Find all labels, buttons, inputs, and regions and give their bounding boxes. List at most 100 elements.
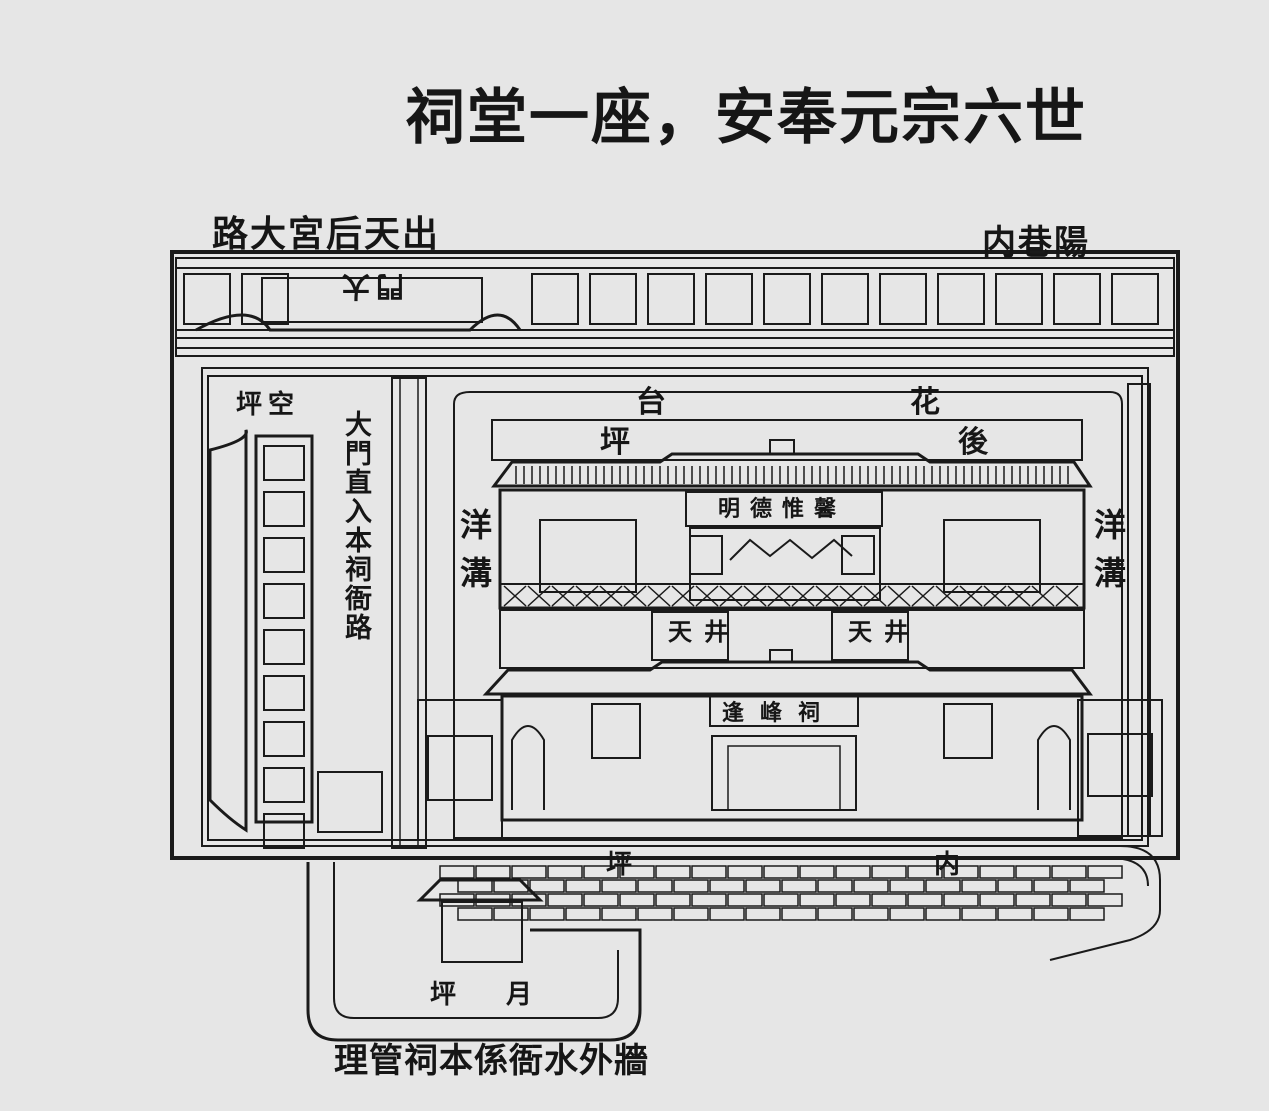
right-channel-label: 洋溝 xyxy=(1089,508,1127,604)
lower-ridge-finial xyxy=(769,649,793,663)
brick xyxy=(619,893,655,907)
lattice-bar xyxy=(623,585,647,607)
lattice-bar xyxy=(1055,585,1079,607)
brick xyxy=(475,865,511,879)
yard-cell xyxy=(263,629,305,665)
brick xyxy=(655,865,691,879)
left-front-window xyxy=(591,703,641,759)
yard-cell xyxy=(263,583,305,619)
lattice-bar xyxy=(647,585,671,607)
brick xyxy=(871,865,907,879)
brick xyxy=(799,865,835,879)
rear-yard-right-label: 後 xyxy=(958,425,988,460)
moon-yard-outer xyxy=(306,862,642,1042)
brick xyxy=(907,893,943,907)
right-courtyard-label: 天井 xyxy=(848,617,920,646)
hall-name-label: 逢峰祠 xyxy=(722,700,837,726)
wall-panel xyxy=(937,273,985,325)
brick xyxy=(709,879,745,893)
brick xyxy=(763,865,799,879)
wall-panel xyxy=(589,273,637,325)
left-side-door xyxy=(511,725,545,810)
upper-roof-tiles xyxy=(515,466,1069,484)
left-small-square xyxy=(317,771,383,833)
yard-cell xyxy=(263,491,305,527)
brick xyxy=(925,879,961,893)
yard-cell xyxy=(263,675,305,711)
moon-yard-gate xyxy=(441,901,523,963)
lattice-bar xyxy=(863,585,887,607)
brick xyxy=(745,907,781,921)
brick xyxy=(781,907,817,921)
brick xyxy=(727,893,763,907)
right-window-upper xyxy=(943,519,1041,593)
brick xyxy=(637,907,673,921)
inner-yard-bricks xyxy=(439,865,1123,921)
straight-road-strip xyxy=(391,377,427,849)
lattice-bar xyxy=(935,585,959,607)
balustrade xyxy=(499,583,1085,609)
main-gate-label: 門大 xyxy=(336,270,405,303)
brick xyxy=(943,865,979,879)
wall-panel xyxy=(1111,273,1159,325)
inner-yard-2 xyxy=(430,857,1149,887)
page-title: 祠堂一座，安奉元宗六世 xyxy=(405,83,1087,153)
brick xyxy=(817,879,853,893)
left-lattice-window xyxy=(689,535,723,575)
brick xyxy=(871,893,907,907)
left-yard-curve xyxy=(208,429,248,833)
brick xyxy=(457,879,493,893)
balustrade-lattice xyxy=(503,585,1079,607)
left-wing-block xyxy=(417,699,503,841)
left-channel-label: 洋溝 xyxy=(455,508,493,604)
upper-roof xyxy=(491,452,1093,488)
moon-yard-left-label: 坪 xyxy=(430,980,457,1010)
east-channel xyxy=(1127,383,1151,837)
brick xyxy=(691,893,727,907)
brick xyxy=(1069,879,1105,893)
main-door xyxy=(711,735,857,811)
moon-yard-gate-roof xyxy=(416,878,544,902)
lattice-bar xyxy=(671,585,695,607)
brick xyxy=(619,865,655,879)
brick xyxy=(1051,865,1087,879)
lattice-bar xyxy=(887,585,911,607)
yard-cell xyxy=(263,721,305,757)
yard-cell xyxy=(263,537,305,573)
main-door-inner xyxy=(727,745,841,811)
brick xyxy=(457,907,493,921)
brick xyxy=(709,907,745,921)
brick xyxy=(583,865,619,879)
brick xyxy=(889,907,925,921)
upper-ridge-finial xyxy=(769,439,795,455)
flower-terrace-right-label: 花 xyxy=(910,385,940,420)
brick xyxy=(979,865,1015,879)
lattice-bar xyxy=(719,585,743,607)
brick xyxy=(997,879,1033,893)
lattice-bar xyxy=(527,585,551,607)
moon-yard-inner xyxy=(333,862,619,1019)
brick xyxy=(1069,907,1105,921)
brick xyxy=(1087,865,1123,879)
brick xyxy=(1087,893,1123,907)
wall-panel xyxy=(995,273,1043,325)
brick xyxy=(961,879,997,893)
lower-roof xyxy=(482,660,1093,696)
inner-yard xyxy=(420,845,1161,961)
yard-cell xyxy=(263,767,305,803)
inner-perimeter-2 xyxy=(207,375,1143,841)
outer-wall xyxy=(170,250,1180,860)
brick xyxy=(943,893,979,907)
brick xyxy=(601,907,637,921)
brick xyxy=(979,893,1015,907)
left-yard-cells xyxy=(263,445,305,849)
yard-cell xyxy=(263,813,305,849)
north-gate-block xyxy=(261,277,483,323)
wall-panel xyxy=(705,273,753,325)
brick xyxy=(961,907,997,921)
brick xyxy=(763,893,799,907)
north-wall-panel-row xyxy=(183,273,1159,325)
brick xyxy=(1033,907,1069,921)
left-tianjing xyxy=(651,611,729,661)
